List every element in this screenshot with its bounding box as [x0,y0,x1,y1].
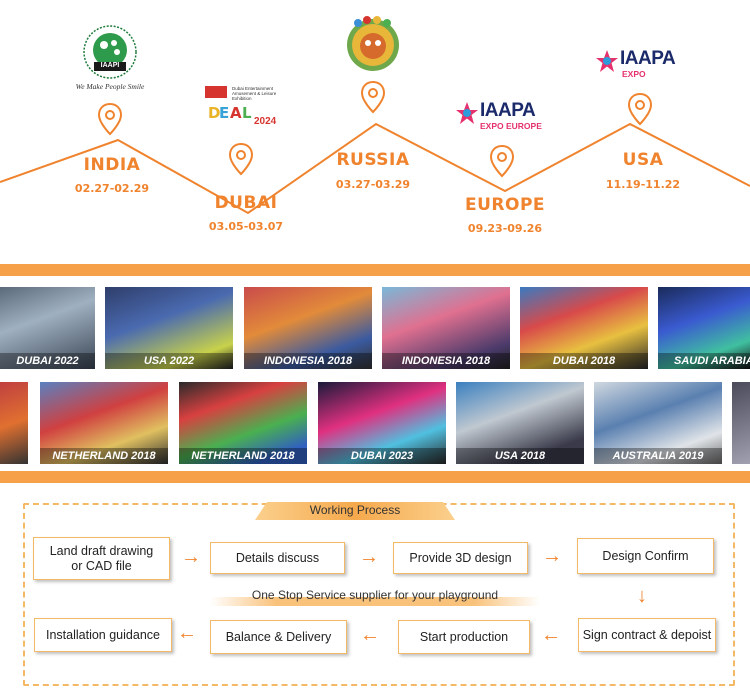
iaapi-logo: IAAPI We Make People Smile [70,24,150,96]
exhibition-timeline: IAAPI We Make People Smile D E A L Dubai… [0,0,750,262]
exhibition-photo: USA 2018 [456,382,584,464]
svg-text:E: E [219,104,229,122]
city-europe: EUROPE [464,195,546,215]
exhibition-photo: INDONESIA 2018 [244,287,372,369]
step-start-production: Start production [398,620,530,654]
iaapi-logo-text: IAAPI [100,62,120,69]
exhibition-photo: NETHERLAND 2018 [179,382,307,464]
arrow-right-icon: → [542,545,562,567]
process-title: Working Process [309,503,401,517]
timeline-line [0,122,750,215]
process-tagline: One Stop Service supplier for your playg… [251,588,499,602]
arrow-right-icon: → [181,546,201,568]
exhibition-photo: USA 2022 [105,287,233,369]
photo-caption: USA 2022 [105,353,233,369]
exhibition-photo: AUSTRALIA 2019 [594,382,722,464]
step-details-discuss: Details discuss [210,542,345,574]
photo-caption: SAUDI ARABIA [658,353,750,369]
step-land-draft: Land draft drawing or CAD file [33,537,170,580]
photo-caption: DUBAI 2023 [318,448,446,464]
step-balance-delivery: Balance & Delivery [210,620,347,654]
arrow-down-icon: ↓ [637,585,647,607]
city-india: INDIA [83,155,141,175]
iaapa-europe-title: IAAPA [480,100,536,121]
location-pin-icon [627,92,653,126]
photo-caption: INDONESIA 2018 [382,353,510,369]
arrow-right-icon: → [359,546,379,568]
dates-dubai: 03.05-03.07 [208,220,284,233]
arrow-left-icon: ← [541,624,561,646]
iaapa-usa-sub: EXPO [622,69,646,79]
step-installation-guidance: Installation guidance [34,618,172,652]
exhibition-photo [732,382,750,464]
exhibition-photo: DUBAI 2023 [318,382,446,464]
photo-caption: NETHERLAND 2018 [40,448,168,464]
city-dubai: DUBAI [214,193,278,213]
dates-india: 02.27-02.29 [74,182,150,195]
deal-logo-year: 2024 [254,116,277,127]
dates-russia: 03.27-03.29 [335,178,411,191]
divider-bar-top [0,264,750,276]
exhibition-photo: NETHERLAND 2018 [40,382,168,464]
dates-usa: 11.19-11.22 [605,178,681,191]
iaapa-usa-logo: IAAPA EXPO [596,48,696,82]
raapa-logo [346,16,400,74]
exhibition-photo: DUBAI 2018 [520,287,648,369]
photo-caption: DUBAI 2018 [520,353,648,369]
deal-logo-small: Dubai Entertainment Amusement & Leisure … [232,86,277,101]
exhibition-photo: INDONESIA 2018 [382,287,510,369]
svg-text:L: L [242,104,252,122]
location-pin-icon [489,144,515,178]
divider-bar-bottom [0,471,750,483]
iaapi-tagline: We Make People Smile [75,82,145,91]
location-pin-icon [97,102,123,136]
iaapa-europe-logo: IAAPA EXPO EUROPE [456,100,556,134]
location-pin-icon [360,80,386,114]
svg-text:D: D [208,104,220,122]
exhibition-photo: DUBAI 2022 [0,287,95,369]
iaapa-europe-sub: EXPO EUROPE [480,121,542,131]
arrow-left-icon: ← [177,622,197,644]
city-russia: RUSSIA [336,150,410,170]
city-usa: USA [622,150,664,170]
step-3d-design: Provide 3D design [393,542,528,574]
step-design-confirm: Design Confirm [577,538,714,574]
iaapa-star-icon [596,50,618,72]
exhibition-photo [0,382,28,464]
exhibition-photo: SAUDI ARABIA [658,287,750,369]
iaapa-star-icon [456,102,478,124]
photo-caption: AUSTRALIA 2019 [594,448,722,464]
photo-caption: INDONESIA 2018 [244,353,372,369]
iaapa-usa-title: IAAPA [620,48,676,69]
tagline-highlight [210,597,540,606]
photo-caption: USA 2018 [456,448,584,464]
step-sign-contract: Sign contract & depoist [578,618,716,652]
location-pin-icon [228,142,254,176]
svg-text:A: A [230,104,242,122]
arrow-left-icon: ← [360,624,380,646]
process-title-banner [255,502,455,520]
photo-caption: DUBAI 2022 [0,353,95,369]
photo-caption: NETHERLAND 2018 [179,448,307,464]
dates-europe: 09.23-09.26 [467,222,543,235]
deal-logo: D E A L Dubai Entertainment Amusement & … [202,84,278,130]
